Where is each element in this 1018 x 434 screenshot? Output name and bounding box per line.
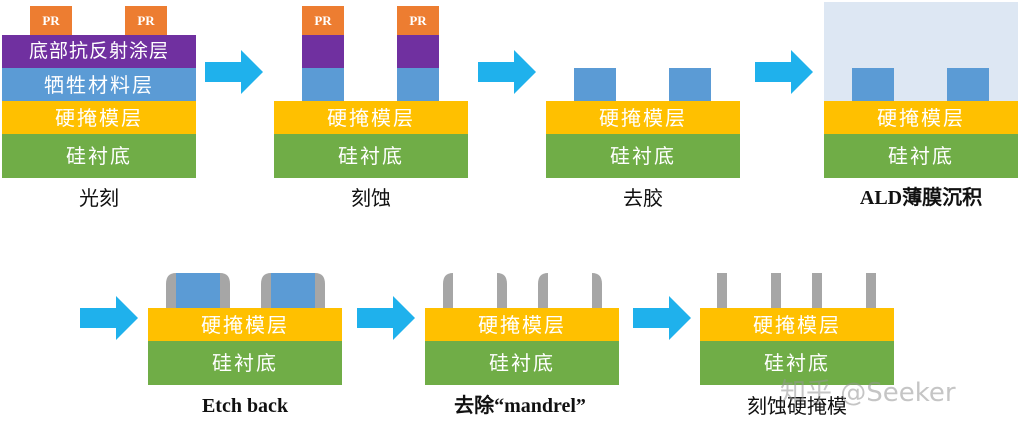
hardmask-layer: 硬掩模层 — [425, 308, 619, 341]
pr-block: PR — [302, 6, 344, 35]
mandrel-block — [947, 68, 989, 101]
step-caption: 去胶 — [623, 186, 663, 210]
substrate-layer: 硅衬底 — [425, 341, 619, 385]
spacer-mandrel-group — [166, 273, 325, 308]
substrate-layer: 硅衬底 — [2, 134, 196, 178]
substrate-layer: 硅衬底 — [824, 134, 1018, 178]
process-arrow-icon — [755, 50, 813, 94]
barc-block — [302, 35, 344, 68]
pr-block: PR — [30, 6, 72, 35]
step-caption: 去除“mandrel” — [454, 395, 586, 417]
spacer-pillar — [812, 273, 822, 308]
substrate-layer: 硅衬底 — [700, 341, 894, 385]
substrate-layer: 硅衬底 — [546, 134, 740, 178]
process-arrow-icon — [357, 296, 415, 340]
hardmask-layer: 硬掩模层 — [148, 308, 342, 341]
process-arrow-icon — [633, 296, 691, 340]
spacer-pillar — [717, 273, 727, 308]
substrate-layer: 硅衬底 — [148, 341, 342, 385]
substrate-layer: 硅衬底 — [274, 134, 468, 178]
hardmask-layer: 硬掩模层 — [546, 101, 740, 134]
pr-block: PR — [397, 6, 439, 35]
process-arrow-icon — [478, 50, 536, 94]
spacer-pillar — [866, 273, 876, 308]
watermark: 知乎 @Seeker — [780, 378, 956, 408]
spacer-group — [443, 273, 602, 308]
spacer-pillar — [771, 273, 781, 308]
hardmask-layer: 硬掩模层 — [2, 101, 196, 134]
mandrel-block — [852, 68, 894, 101]
barc-block — [397, 35, 439, 68]
step-caption: 刻蚀 — [351, 186, 391, 210]
sacrificial-layer: 牺牲材料层 — [2, 68, 196, 101]
hardmask-layer: 硬掩模层 — [700, 308, 894, 341]
step-caption: 光刻 — [79, 186, 119, 210]
step-caption: 刻蚀硬掩模 — [747, 394, 847, 418]
mandrel-block — [302, 68, 344, 101]
hardmask-layer: 硬掩模层 — [274, 101, 468, 134]
pr-block: PR — [125, 6, 167, 35]
barc-layer: 底部抗反射涂层 — [2, 35, 196, 68]
step-caption: Etch back — [201, 395, 289, 417]
mandrel-block — [397, 68, 439, 101]
hardmask-layer: 硬掩模层 — [824, 101, 1018, 134]
process-arrow-icon — [205, 50, 263, 94]
process-arrow-icon — [80, 296, 138, 340]
mandrel-block — [669, 68, 711, 101]
mandrel-block — [574, 68, 616, 101]
step-caption: ALD薄膜沉积 — [859, 187, 983, 209]
